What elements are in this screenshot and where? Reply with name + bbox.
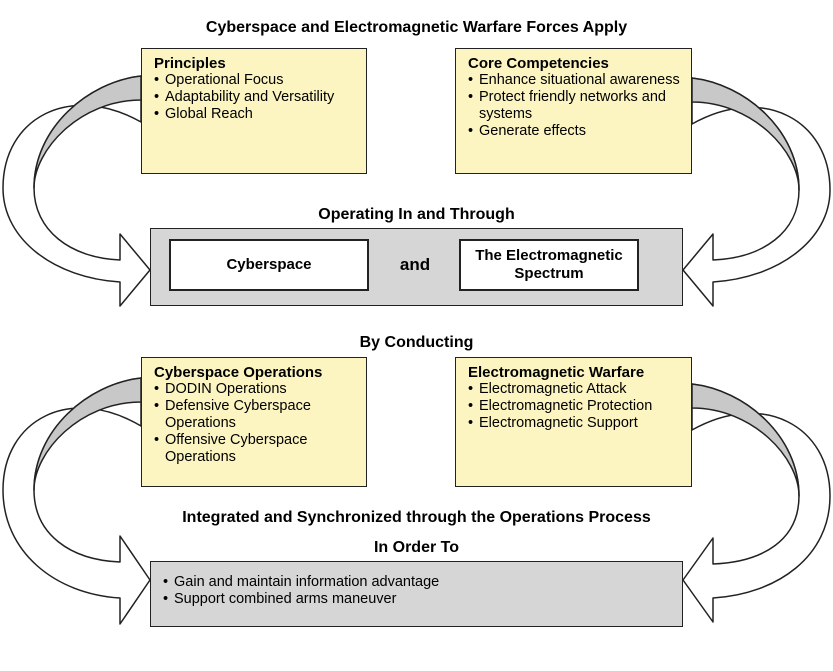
electromagnetic-warfare-list: Electromagnetic Attack Electromagnetic P… <box>468 381 681 432</box>
electromagnetic-warfare-title: Electromagnetic Warfare <box>468 364 645 381</box>
em-spectrum-box: The Electromagnetic Spectrum <box>459 239 639 291</box>
list-item: Protect friendly networks and systems <box>468 89 681 123</box>
list-item: Operational Focus <box>154 72 356 89</box>
and-connector: and <box>399 255 431 274</box>
arrow-shade-left-bottom <box>33 377 142 491</box>
electromagnetic-warfare-box: Electromagnetic Warfare Electromagnetic … <box>455 357 692 487</box>
list-item: DODIN Operations <box>154 381 356 398</box>
principles-list: Operational Focus Adaptability and Versa… <box>154 72 356 123</box>
core-competencies-title: Core Competencies <box>468 55 609 72</box>
list-item: Electromagnetic Protection <box>468 398 681 415</box>
list-item: Enhance situational awareness <box>468 72 681 89</box>
cyberspace-box: Cyberspace <box>169 239 369 291</box>
list-item: Adaptability and Versatility <box>154 89 356 106</box>
list-item: Support combined arms maneuver <box>163 591 682 608</box>
outcomes-list: Gain and maintain information advantage … <box>163 574 682 608</box>
heading-forces-apply: Cyberspace and Electromagnetic Warfare F… <box>205 19 628 36</box>
list-item: Global Reach <box>154 106 356 123</box>
list-item: Gain and maintain information advantage <box>163 574 682 591</box>
arrow-shade-right-bottom <box>691 383 800 497</box>
cyberspace-operations-title: Cyberspace Operations <box>154 364 323 381</box>
operating-domains-box: Cyberspace and The Electromagnetic Spect… <box>150 228 683 306</box>
principles-title: Principles <box>154 55 226 72</box>
arrow-shade-right-top <box>691 77 800 191</box>
list-item: Offensive Cyberspace Operations <box>154 432 356 466</box>
heading-integrated: Integrated and Synchronized through the … <box>182 509 651 526</box>
list-item: Defensive Cyberspace Operations <box>154 398 356 432</box>
core-competencies-box: Core Competencies Enhance situational aw… <box>455 48 692 174</box>
list-item: Electromagnetic Support <box>468 415 681 432</box>
heading-conducting: By Conducting <box>359 334 474 351</box>
cyberspace-operations-list: DODIN Operations Defensive Cyberspace Op… <box>154 381 356 466</box>
list-item: Electromagnetic Attack <box>468 381 681 398</box>
list-item: Generate effects <box>468 123 681 140</box>
heading-in-order-to: In Order To <box>373 539 460 556</box>
arrow-shade-left-top <box>33 75 142 189</box>
outcomes-box: Gain and maintain information advantage … <box>150 561 683 627</box>
heading-operating: Operating In and Through <box>318 206 515 223</box>
principles-box: Principles Operational Focus Adaptabilit… <box>141 48 367 174</box>
core-competencies-list: Enhance situational awareness Protect fr… <box>468 72 681 140</box>
cyberspace-operations-box: Cyberspace Operations DODIN Operations D… <box>141 357 367 487</box>
